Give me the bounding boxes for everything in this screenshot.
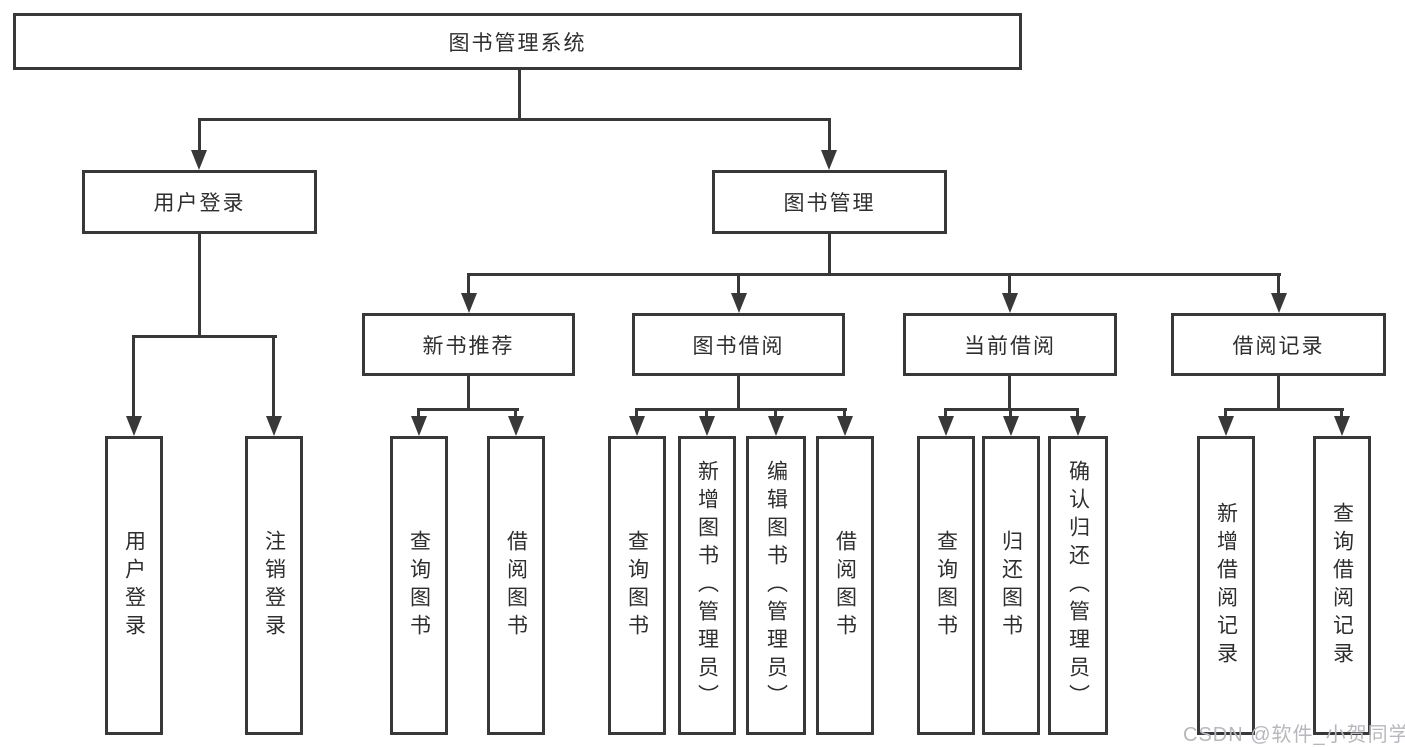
- arrowhead-down-icon: [837, 416, 853, 436]
- arrowhead-down-icon: [1002, 293, 1018, 313]
- connector-line: [774, 408, 777, 418]
- node-borrowing-records: 借阅记录: [1171, 313, 1386, 376]
- node-user-login: 用户登录: [82, 170, 317, 234]
- leaf-user-login: 用户登录: [105, 436, 163, 735]
- arrowhead-down-icon: [411, 416, 427, 436]
- connector-line: [467, 376, 470, 408]
- connector-line: [198, 234, 201, 335]
- node-new-book-recommend: 新书推荐: [362, 313, 575, 376]
- leaf-query-borrow-record: 查询借阅记录: [1313, 436, 1371, 735]
- leaf-return-books: 归还图书: [982, 436, 1040, 735]
- connector-line: [1224, 408, 1227, 418]
- node-book-borrowing: 图书借阅: [632, 313, 845, 376]
- connector-line: [737, 273, 740, 295]
- connector-line: [132, 335, 135, 417]
- connector-line: [737, 376, 740, 408]
- connector-line: [272, 335, 275, 417]
- leaf-query-books-recommend: 查询图书: [390, 436, 448, 735]
- arrowhead-down-icon: [126, 416, 142, 436]
- arrowhead-down-icon: [1003, 416, 1019, 436]
- connector-line: [1224, 408, 1344, 411]
- arrowhead-down-icon: [1070, 416, 1086, 436]
- connector-line: [1277, 273, 1280, 295]
- arrowhead-down-icon: [191, 150, 207, 170]
- connector-line: [635, 408, 847, 411]
- arrowhead-down-icon: [1334, 416, 1350, 436]
- arrowhead-down-icon: [629, 416, 645, 436]
- connector-line: [132, 335, 277, 338]
- connector-line: [1008, 376, 1011, 408]
- leaf-query-books-borrowing: 查询图书: [608, 436, 666, 735]
- leaf-confirm-return-admin: 确认归还（管理员）: [1048, 436, 1108, 735]
- leaf-add-books-admin: 新增图书（管理员）: [678, 436, 736, 735]
- connector-line: [944, 408, 947, 418]
- arrowhead-down-icon: [938, 416, 954, 436]
- watermark: CSDN @软件_小贺同学: [1183, 724, 1405, 746]
- connector-line: [828, 118, 831, 152]
- leaf-edit-books-admin: 编辑图书（管理员）: [746, 436, 806, 735]
- connector-line: [467, 273, 1281, 276]
- connector-line: [417, 408, 420, 418]
- leaf-logout: 注销登录: [245, 436, 303, 735]
- connector-line: [417, 408, 519, 411]
- connector-line: [828, 234, 831, 273]
- connector-line: [1277, 376, 1280, 408]
- arrowhead-down-icon: [768, 416, 784, 436]
- arrowhead-down-icon: [461, 293, 477, 313]
- connector-line: [514, 408, 517, 418]
- connector-line: [198, 118, 831, 121]
- arrowhead-down-icon: [1218, 416, 1234, 436]
- connector-line: [843, 408, 846, 418]
- arrowhead-down-icon: [1271, 293, 1287, 313]
- connector-line: [705, 408, 708, 418]
- leaf-borrow-books-recommend: 借阅图书: [487, 436, 545, 735]
- arrowhead-down-icon: [508, 416, 524, 436]
- node-current-borrowing: 当前借阅: [903, 313, 1117, 376]
- leaf-query-books-current: 查询图书: [917, 436, 975, 735]
- arrowhead-down-icon: [731, 293, 747, 313]
- leaf-borrow-books: 借阅图书: [816, 436, 874, 735]
- connector-line: [1340, 408, 1343, 418]
- arrowhead-down-icon: [699, 416, 715, 436]
- node-library-management-system: 图书管理系统: [13, 13, 1022, 70]
- connector-line: [1076, 408, 1079, 418]
- connector-line: [635, 408, 638, 418]
- connector-line: [1008, 273, 1011, 295]
- connector-line: [1009, 408, 1012, 418]
- arrowhead-down-icon: [821, 150, 837, 170]
- arrowhead-down-icon: [266, 416, 282, 436]
- connector-line: [467, 273, 470, 295]
- connector-line: [198, 118, 201, 152]
- connector-line: [518, 69, 521, 118]
- leaf-add-borrow-record: 新增借阅记录: [1197, 436, 1255, 735]
- node-book-management: 图书管理: [712, 170, 947, 234]
